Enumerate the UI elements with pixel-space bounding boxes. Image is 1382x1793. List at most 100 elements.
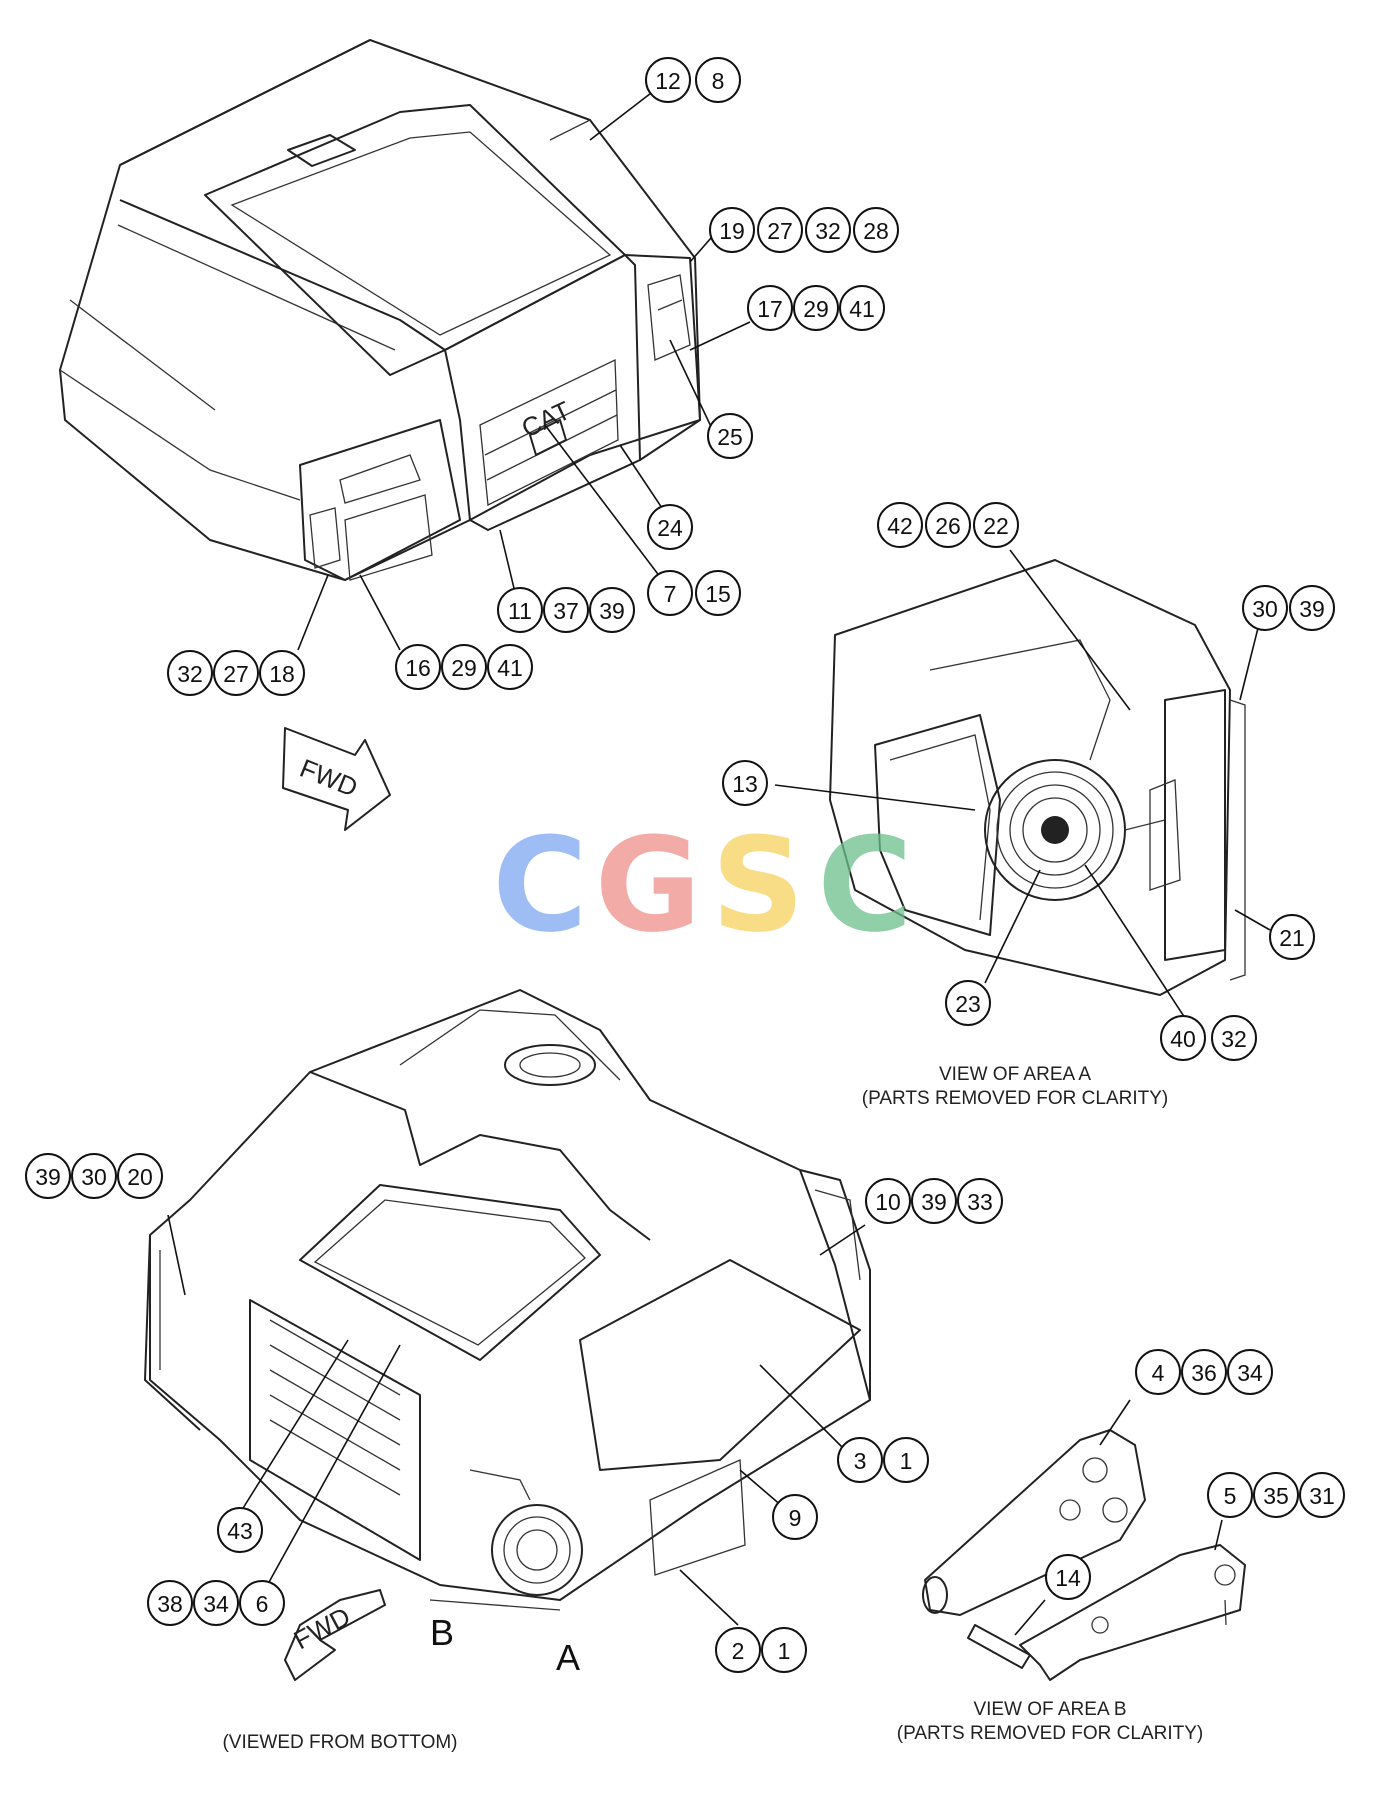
callout-number: 39 [599, 598, 625, 624]
callout-bubble [589, 587, 635, 633]
callout-bubble [25, 1153, 71, 1199]
callout-bubble [497, 587, 543, 633]
callout-g-10-39-33: 10 39 33 [865, 1178, 1003, 1224]
callout-number: 11 [508, 598, 532, 624]
callout-bubble [945, 980, 991, 1026]
callout-number: 32 [177, 661, 203, 687]
callout-number: 12 [655, 68, 681, 94]
callout-bubble [1160, 1015, 1206, 1061]
callout-bubble [761, 1627, 807, 1673]
callout-bubble [793, 285, 839, 331]
callout-number: 41 [849, 296, 875, 322]
callout-bubble [259, 650, 305, 696]
area-a-detail [829, 559, 1246, 996]
callout-number: 38 [157, 1591, 183, 1617]
callout-bubble [441, 644, 487, 690]
callout-bubble [117, 1153, 163, 1199]
callout-number: 39 [1299, 596, 1325, 622]
callout-number: 18 [269, 661, 295, 687]
callout-bubble [1299, 1472, 1345, 1518]
callout-bubble [1253, 1472, 1299, 1518]
watermark-letter-2: G [595, 809, 702, 961]
callout-number: 24 [657, 515, 683, 541]
callout-bubble [973, 502, 1019, 548]
hood-assembly-bottom-view [144, 989, 871, 1611]
callout-number: 21 [1279, 925, 1305, 951]
callout-number: 15 [705, 581, 731, 607]
callout-number: 32 [1221, 1026, 1247, 1052]
callout-bubble [925, 502, 971, 548]
callout-bubble [167, 650, 213, 696]
callout-number: 25 [717, 424, 743, 450]
callout-number: 39 [921, 1189, 947, 1215]
callout-number: 4 [1152, 1360, 1165, 1386]
callout-bubble [487, 644, 533, 690]
watermark-letter-4: C [817, 809, 912, 961]
viewed-from-bottom-caption: (VIEWED FROM BOTTOM) [222, 1732, 457, 1753]
callout-bubble [395, 644, 441, 690]
callout-number: 13 [732, 771, 758, 797]
callout-number: 23 [955, 991, 981, 1017]
callout-number: 6 [256, 1591, 269, 1617]
callout-bubble [839, 285, 885, 331]
callout-g-25: 25 [707, 413, 753, 459]
callout-number: 41 [497, 655, 523, 681]
cat-logo: CAT [517, 395, 575, 443]
callout-number: 14 [1055, 1565, 1081, 1591]
callout-g-9: 9 [772, 1494, 818, 1540]
callout-number: 32 [815, 218, 841, 244]
callout-bubble [957, 1178, 1003, 1224]
watermark-letter-1: C [492, 809, 587, 961]
callout-bubble [1242, 585, 1288, 631]
callout-bubble [853, 207, 899, 253]
callout-number: 29 [803, 296, 829, 322]
callout-bubble [147, 1580, 193, 1626]
callout-g-19-27-32-28: 19 27 32 28 [709, 207, 899, 253]
callout-number: 27 [767, 218, 793, 244]
callout-number: 36 [1191, 1360, 1217, 1386]
callout-number: 27 [223, 661, 249, 687]
watermark-letter-3: S [711, 809, 805, 961]
callout-bubble [1045, 1554, 1091, 1600]
callout-bubble [709, 207, 755, 253]
callout-bubble [707, 413, 753, 459]
callout-bubble [1181, 1349, 1227, 1395]
callout-number: 10 [875, 1189, 901, 1215]
callout-number: 1 [900, 1448, 913, 1474]
callout-number: 30 [1252, 596, 1278, 622]
callout-number: 28 [863, 218, 889, 244]
svg-text:FWD: FWD [289, 1601, 355, 1655]
callout-number: 19 [719, 218, 745, 244]
callout-number: 39 [35, 1164, 61, 1190]
callout-number: 31 [1309, 1483, 1335, 1509]
callout-number: 17 [757, 296, 783, 322]
callout-number: 43 [227, 1518, 253, 1544]
callout-bubble [645, 57, 691, 103]
callout-g-30-39: 30 39 [1242, 585, 1335, 631]
callout-bubble [722, 760, 768, 806]
callout-bubble [1289, 585, 1335, 631]
callout-number: 5 [1224, 1483, 1237, 1509]
callout-number: 33 [967, 1189, 993, 1215]
callout-bubble [805, 207, 851, 253]
callout-bubble [647, 504, 693, 550]
area-b-detail [922, 1429, 1246, 1681]
fwd-arrow-top: FWD [282, 727, 391, 831]
hood-assembly-top-view: CAT [59, 39, 701, 581]
callout-bubble [543, 587, 589, 633]
callout-bubble [772, 1494, 818, 1540]
callout-bubble [1211, 1015, 1257, 1061]
callout-bubble [1227, 1349, 1273, 1395]
callout-g-21: 21 [1269, 914, 1315, 960]
callout-bubble [1269, 914, 1315, 960]
callout-number: 20 [127, 1164, 153, 1190]
